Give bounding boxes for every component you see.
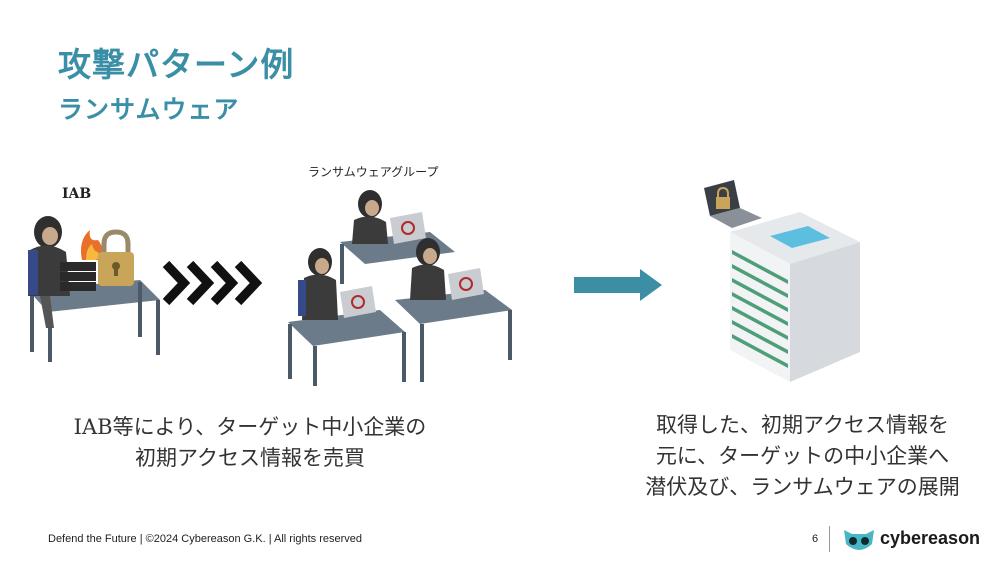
fire-icon <box>81 230 103 260</box>
footer-copyright: Defend the Future | ©2024 Cybereason G.K… <box>48 533 363 545</box>
ransomware-group-illustration <box>288 190 512 386</box>
caption-right-line: 元に、ターゲットの中小企業へ <box>655 444 950 468</box>
owl-logo-icon <box>844 530 874 550</box>
caption-right-line: 潜伏及び、ランサムウェアの展開 <box>645 475 960 499</box>
hacker-icon <box>28 216 70 328</box>
biohazard-icon <box>340 286 376 318</box>
chevron-right-icon <box>162 260 263 306</box>
caption-right-line: 取得した、初期アクセス情報を <box>656 413 949 437</box>
caption-left-line: IAB等により、ターゲット中小企業の <box>73 415 427 439</box>
biohazard-icon <box>448 268 484 300</box>
lock-icon <box>98 229 134 286</box>
iab-label: IAB <box>62 186 92 202</box>
hacker-icon <box>410 238 446 300</box>
building-icon <box>704 180 860 382</box>
cybereason-logo: cybereason <box>842 526 992 554</box>
page-number: 6 <box>812 533 819 545</box>
brand-name: cybereason <box>880 528 981 548</box>
slide-subtitle: ランサムウェア <box>58 95 240 124</box>
lock-icon <box>716 186 730 209</box>
hacker-icon <box>298 248 338 320</box>
server-icon <box>60 262 96 291</box>
ransomware-group-label: ランサムウェアグループ <box>308 165 439 179</box>
slide-title: 攻撃パターン例 <box>58 45 295 84</box>
caption-left: IAB等により、ターゲット中小企業の 初期アクセス情報を売買 <box>40 412 460 474</box>
caption-left-line: 初期アクセス情報を売買 <box>135 446 365 470</box>
hacker-icon <box>352 190 388 244</box>
biohazard-icon <box>390 212 426 244</box>
caption-right: 取得した、初期アクセス情報を 元に、ターゲットの中小企業へ 潜伏及び、ランサムウ… <box>610 410 995 503</box>
arrow-right-icon <box>574 269 662 301</box>
laptop-icon <box>704 180 762 228</box>
iab-hacker-illustration <box>28 216 160 362</box>
footer-divider <box>829 526 830 552</box>
